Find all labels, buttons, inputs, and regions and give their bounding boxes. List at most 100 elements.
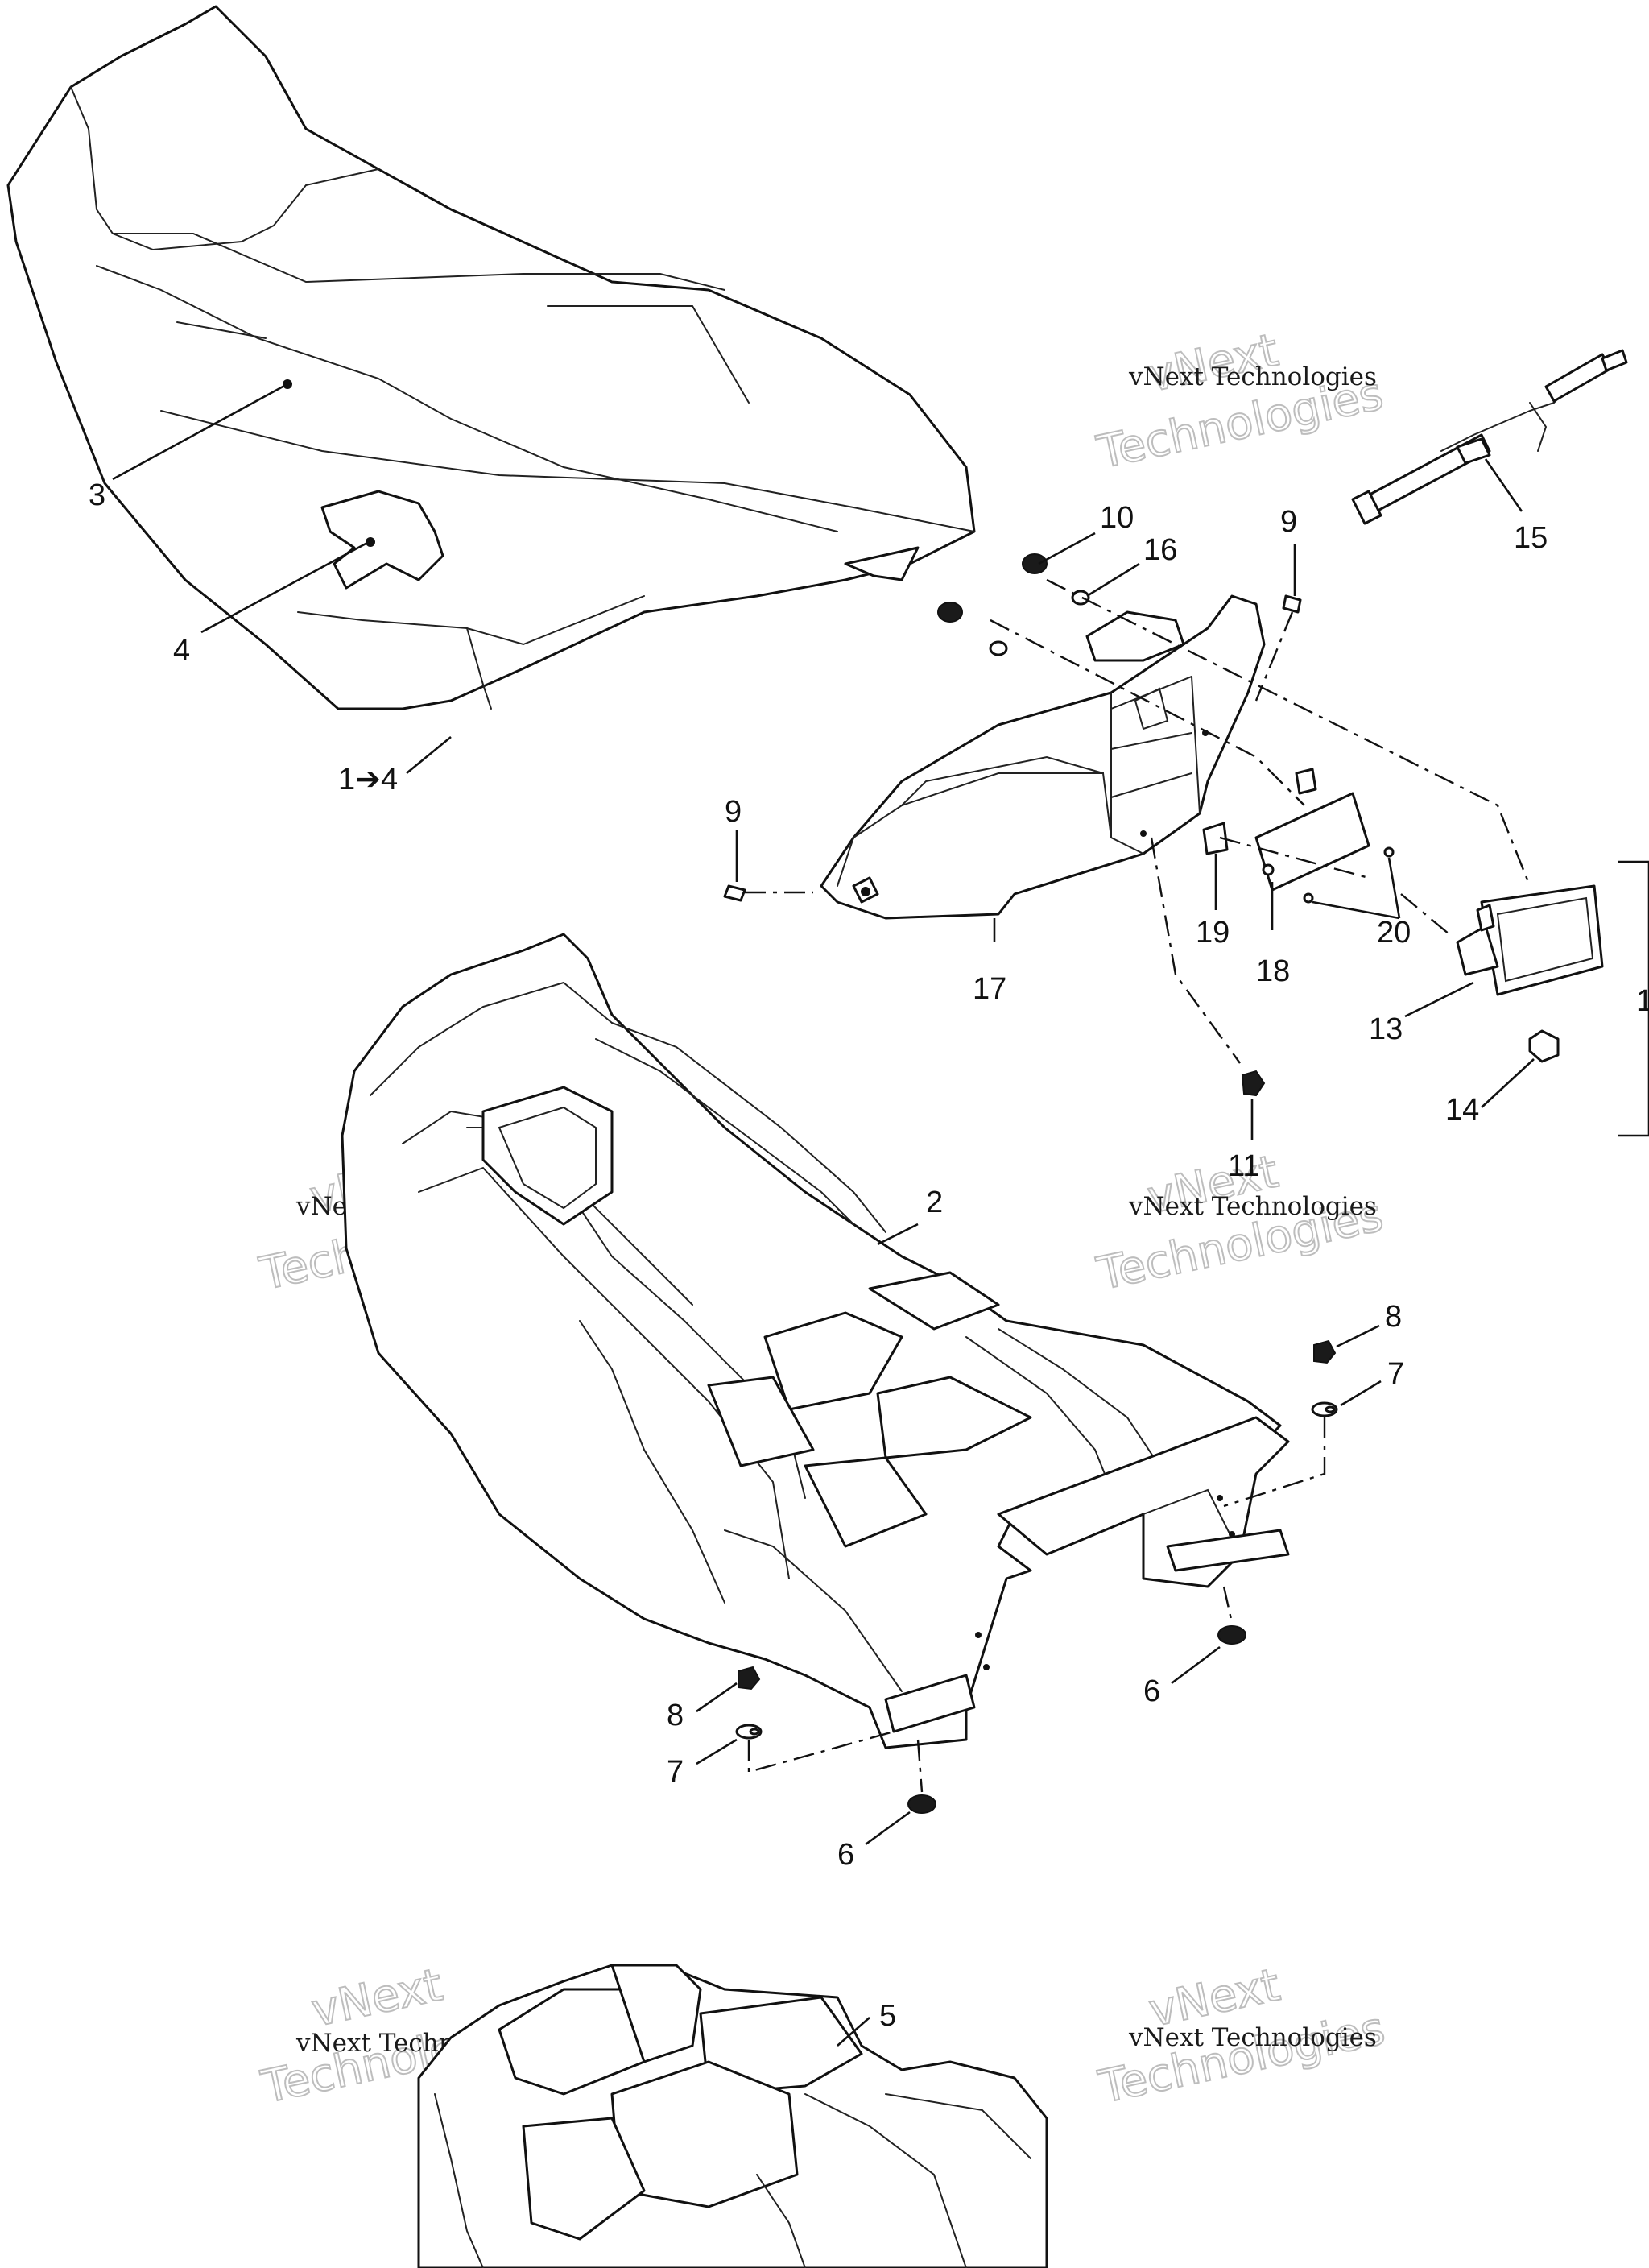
base-rail (595, 1038, 854, 1225)
label-patch-dot (366, 537, 375, 547)
seat-cover-dot (283, 379, 292, 389)
nut-eight-left (738, 1666, 761, 1691)
leader-20 (1312, 857, 1401, 920)
housing-top-pad (1085, 610, 1185, 662)
callout-4: 4 (173, 634, 190, 668)
base-seat-well-inner (498, 1106, 597, 1210)
nut-eight-right (1313, 1339, 1337, 1364)
foam-insert (417, 1964, 1048, 2268)
grommet (1022, 553, 1048, 574)
assembly-line (916, 1739, 924, 1793)
harness-plug (1544, 353, 1612, 403)
screw-top (1282, 594, 1302, 614)
callout-6-right: 6 (1143, 1674, 1160, 1708)
callout-18: 18 (1256, 954, 1290, 988)
license-bracket (1254, 792, 1370, 892)
foam-edge (804, 2093, 967, 2268)
tail-light-lens (1480, 884, 1604, 996)
watermark-top-right: vNext Technologies (1092, 323, 1388, 480)
bracket-hole (1217, 1495, 1223, 1501)
leader-4 (200, 540, 370, 634)
assembly-line (1254, 611, 1294, 702)
callout-6-left: 6 (837, 1838, 854, 1872)
leader-2 (877, 1223, 919, 1246)
screw-left (723, 884, 746, 902)
harness-clip (1456, 437, 1491, 465)
washer-hole (1325, 1405, 1336, 1413)
callout-9-left: 9 (725, 795, 742, 829)
callout-20: 20 (1377, 916, 1411, 950)
callout-10: 10 (1100, 501, 1134, 535)
watermark-text: vNext Technologies (1128, 1192, 1377, 1221)
tail-light-socket (1456, 925, 1499, 976)
spacer-six-right (1217, 1625, 1246, 1645)
o-ring (989, 640, 1008, 656)
leader-14 (1481, 1058, 1535, 1108)
leader-6-right (1171, 1645, 1221, 1685)
callout-12-partial: 1 (1636, 984, 1649, 1018)
leader-8-right (1336, 1324, 1380, 1348)
leader-13 (1404, 981, 1474, 1018)
assembly-line (747, 1730, 895, 1773)
callout-8-left: 8 (667, 1699, 684, 1732)
leader-8-left (696, 1682, 738, 1713)
leader-16 (1086, 562, 1140, 598)
seat-mid-crease (160, 410, 975, 532)
housing-edge (1110, 772, 1192, 798)
small-screw (1383, 846, 1395, 858)
seat-bottom-edge (466, 627, 492, 710)
base-rib (965, 1336, 1112, 1491)
base-channel (418, 1166, 790, 1579)
callout-15: 15 (1514, 521, 1548, 555)
leader-3 (112, 383, 287, 481)
mount-hole (1140, 830, 1147, 837)
grommets (937, 553, 1090, 656)
seat-top-edge (70, 86, 725, 291)
tail-light-inner (1496, 896, 1594, 983)
assembly-line (990, 619, 1305, 806)
seat-label-patch (320, 490, 444, 590)
seat-outline (6, 5, 976, 710)
bracket-tab (1202, 822, 1229, 855)
base-foot-front (884, 1674, 976, 1733)
base-rail (611, 1022, 886, 1233)
bracket-hole (1262, 863, 1275, 876)
bracket-foot (1166, 1529, 1290, 1572)
foam-edge (885, 2093, 1031, 2159)
base-seat-well (481, 1086, 614, 1226)
grommet (937, 602, 963, 623)
bracket-tab (1295, 768, 1317, 795)
callout-7-right: 7 (1387, 1357, 1404, 1391)
tail-light-tab (1476, 904, 1495, 932)
harness-plug-end (1601, 349, 1628, 372)
leader-15 (1484, 458, 1523, 512)
base-recess (707, 1376, 815, 1467)
tail-light (1456, 884, 1604, 996)
seat-assembly (6, 5, 976, 710)
bracket-hole (983, 1664, 990, 1670)
leader-7-right (1340, 1380, 1382, 1407)
spacer-six-left (907, 1794, 936, 1814)
base-rib (579, 1320, 725, 1604)
housing-edge (1110, 732, 1192, 750)
callout-8-right: 8 (1385, 1300, 1402, 1334)
leader-10 (1038, 532, 1096, 565)
bracket-hole (1229, 1531, 1235, 1538)
callout-7-left: 7 (667, 1755, 684, 1789)
callout-13: 13 (1369, 1012, 1403, 1046)
assembly-line (1046, 578, 1531, 887)
base-rim (370, 981, 613, 1096)
washer-hole (749, 1728, 760, 1736)
o-ring (1071, 590, 1090, 606)
foam-edge (434, 2093, 484, 2268)
callout-19: 19 (1196, 916, 1230, 950)
wiring-harness (1351, 349, 1628, 525)
foam-edge (756, 2174, 806, 2268)
leader-6-left (865, 1811, 911, 1846)
seat-stitch-line (112, 168, 379, 251)
housing-crease (901, 755, 1104, 806)
watermark-text: Technologies (1094, 2002, 1389, 2114)
callout-1-to-4: 1➔4 (338, 763, 398, 797)
assembly-line (1150, 837, 1241, 1064)
harness-wire (1529, 402, 1548, 452)
